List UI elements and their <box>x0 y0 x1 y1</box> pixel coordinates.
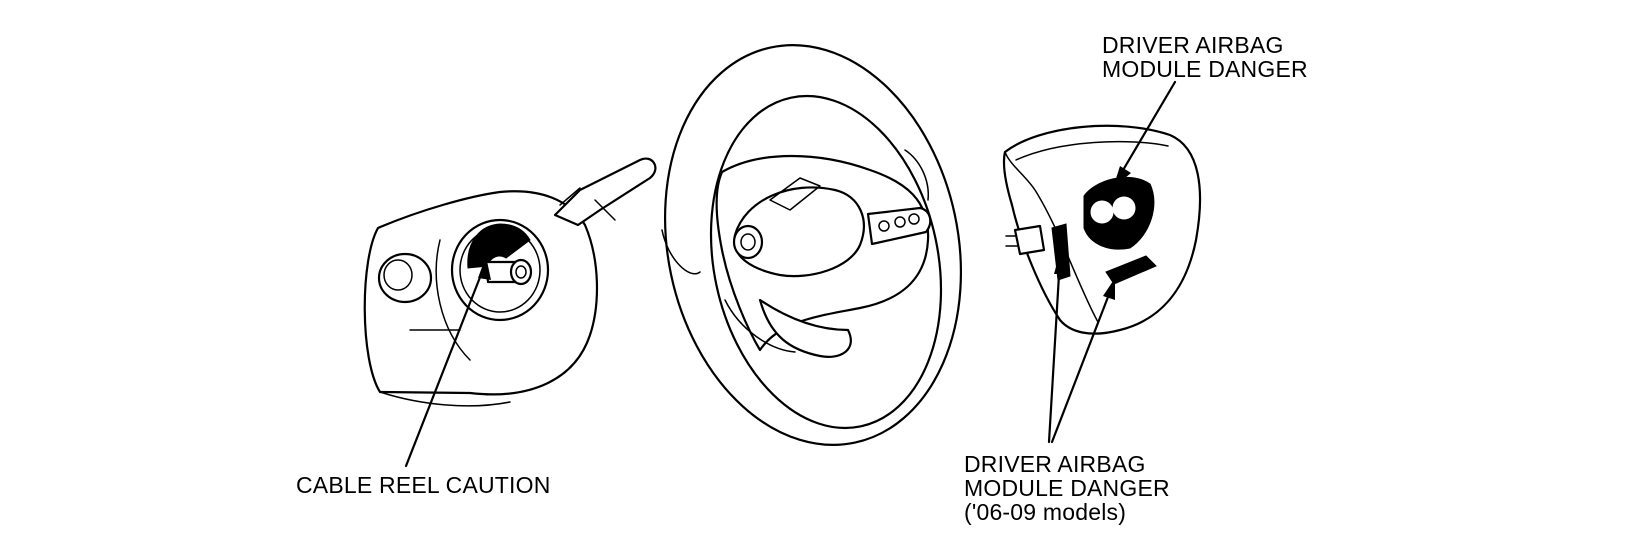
airbag-bottom-line-2: MODULE DANGER <box>964 475 1170 501</box>
airbag-front-arrow <box>1050 282 1115 444</box>
airbag-module-danger-label-top: DRIVER AIRBAG MODULE DANGER <box>1102 33 1308 81</box>
airbag-front-arrowhead <box>1103 278 1115 300</box>
steering-column-illustration <box>363 157 657 407</box>
airbag-top-line-1: DRIVER AIRBAG <box>1102 32 1284 58</box>
airbag-top-line-2: MODULE DANGER <box>1102 56 1308 82</box>
airbag-top-arrowhead <box>1113 166 1131 188</box>
cable-reel-caution-label: CABLE REEL CAUTION <box>296 472 551 498</box>
airbag-side-arrow <box>1047 256 1062 444</box>
cable-reel-arrow <box>404 260 488 468</box>
cable-reel-arrowhead <box>478 256 491 280</box>
airbag-bottom-line-3: ('06-09 models) <box>964 499 1127 525</box>
airbag-top-arrow <box>1114 80 1177 184</box>
leader-arrows <box>404 80 1177 468</box>
airbag-module-illustration <box>1002 124 1202 335</box>
airbag-module-danger-label-bottom: DRIVER AIRBAG MODULE DANGER ('06-09 mode… <box>964 452 1170 524</box>
airbag-bottom-line-1: DRIVER AIRBAG <box>964 451 1146 477</box>
airbag-side-arrowhead <box>1054 252 1067 274</box>
steering-wheel-illustration <box>661 44 963 446</box>
